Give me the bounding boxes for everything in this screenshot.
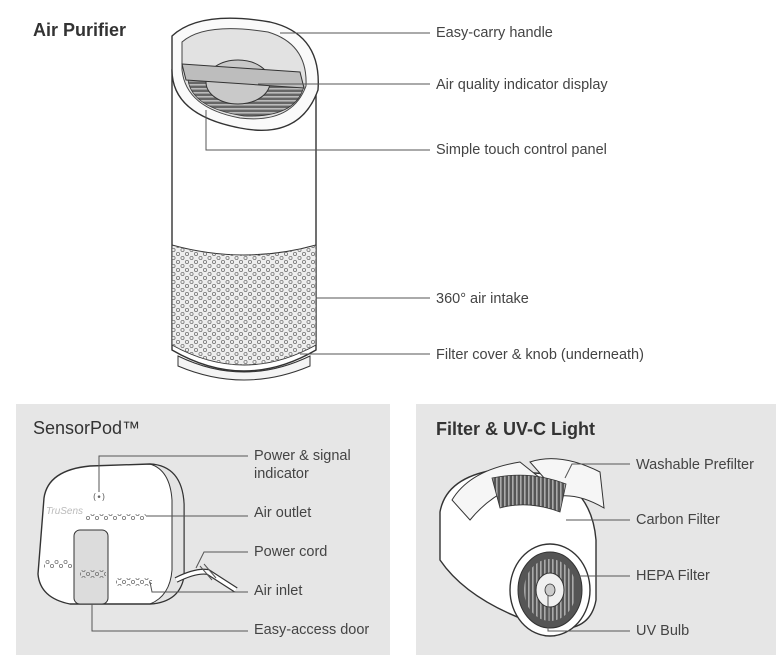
- label-hepa-filter: HEPA Filter: [636, 568, 710, 584]
- label-filter-cover: Filter cover & knob (underneath): [436, 347, 644, 363]
- label-carbon-filter: Carbon Filter: [636, 512, 720, 528]
- label-easy-access-door: Easy-access door: [254, 622, 370, 638]
- label-easy-carry-handle: Easy-carry handle: [436, 25, 553, 41]
- label-uv-bulb: UV Bulb: [636, 623, 690, 639]
- sensorpod-illustration: (•): [37, 463, 238, 605]
- filter-title: Filter & UV-C Light: [436, 419, 595, 439]
- label-power-signal-indicator-line1: Power & signal: [254, 448, 351, 464]
- svg-text:(•): (•): [93, 493, 105, 503]
- air-purifier-title: Air Purifier: [33, 20, 127, 40]
- label-power-cord: Power cord: [254, 544, 328, 560]
- filter-illustration: [439, 458, 605, 637]
- label-washable-prefilter: Washable Prefilter: [636, 457, 754, 473]
- label-air-outlet: Air outlet: [254, 505, 312, 521]
- air-purifier-illustration: [171, 17, 319, 381]
- label-air-quality-display: Air quality indicator display: [436, 77, 608, 93]
- label-air-inlet: Air inlet: [254, 583, 303, 599]
- label-power-signal-indicator-line2: indicator: [254, 466, 309, 482]
- label-touch-control-panel: Simple touch control panel: [436, 142, 607, 158]
- sensorpod-brand-logo: TruSens: [46, 506, 84, 517]
- sensorpod-title: SensorPod™: [33, 418, 141, 438]
- label-air-intake: 360° air intake: [436, 291, 529, 307]
